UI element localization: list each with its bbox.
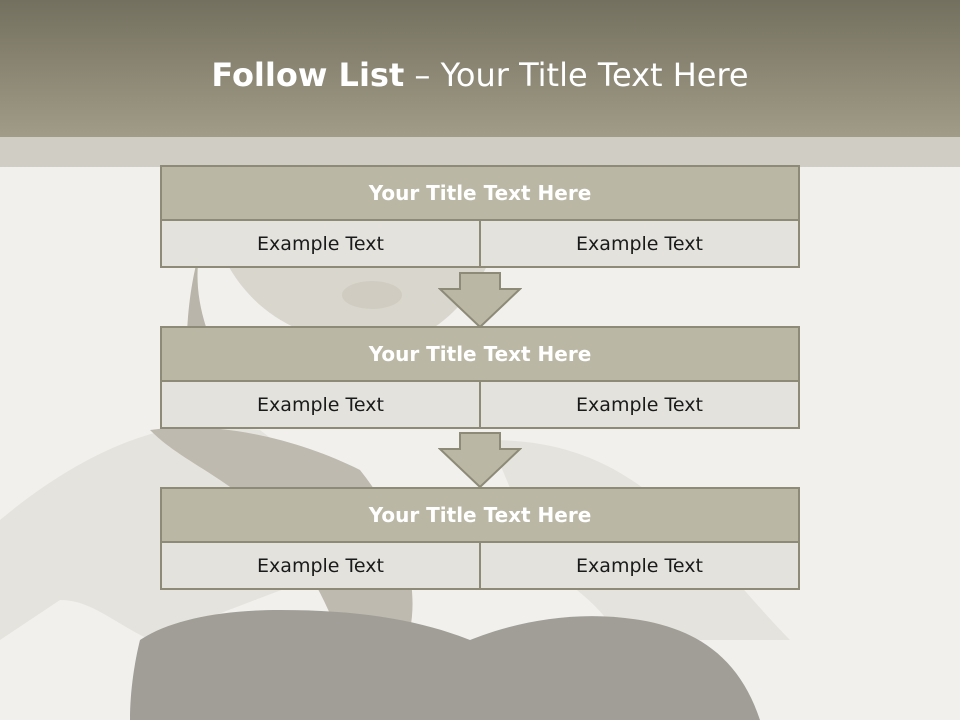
- slide-title: Follow List – Your Title Text Here: [0, 56, 960, 94]
- block-title: Your Title Text Here: [160, 165, 800, 221]
- list-block-1: Your Title Text Here Example Text Exampl…: [160, 165, 800, 268]
- block-row: Example Text Example Text: [160, 541, 800, 590]
- slide-title-rest: – Your Title Text Here: [404, 56, 749, 94]
- block-cell-left: Example Text: [160, 380, 481, 429]
- block-cell-right: Example Text: [479, 541, 800, 590]
- block-cell-left: Example Text: [160, 541, 481, 590]
- down-arrow-icon: [438, 432, 522, 489]
- block-cell-right: Example Text: [479, 219, 800, 268]
- block-row: Example Text Example Text: [160, 380, 800, 429]
- list-block-3: Your Title Text Here Example Text Exampl…: [160, 487, 800, 590]
- header-bar: [0, 0, 960, 137]
- slide-title-bold: Follow List: [211, 56, 405, 94]
- list-block-2: Your Title Text Here Example Text Exampl…: [160, 326, 800, 429]
- block-cell-left: Example Text: [160, 219, 481, 268]
- block-cell-right: Example Text: [479, 380, 800, 429]
- block-title: Your Title Text Here: [160, 326, 800, 382]
- header-strip: [0, 137, 960, 167]
- down-arrow-icon: [438, 272, 522, 329]
- block-row: Example Text Example Text: [160, 219, 800, 268]
- block-title: Your Title Text Here: [160, 487, 800, 543]
